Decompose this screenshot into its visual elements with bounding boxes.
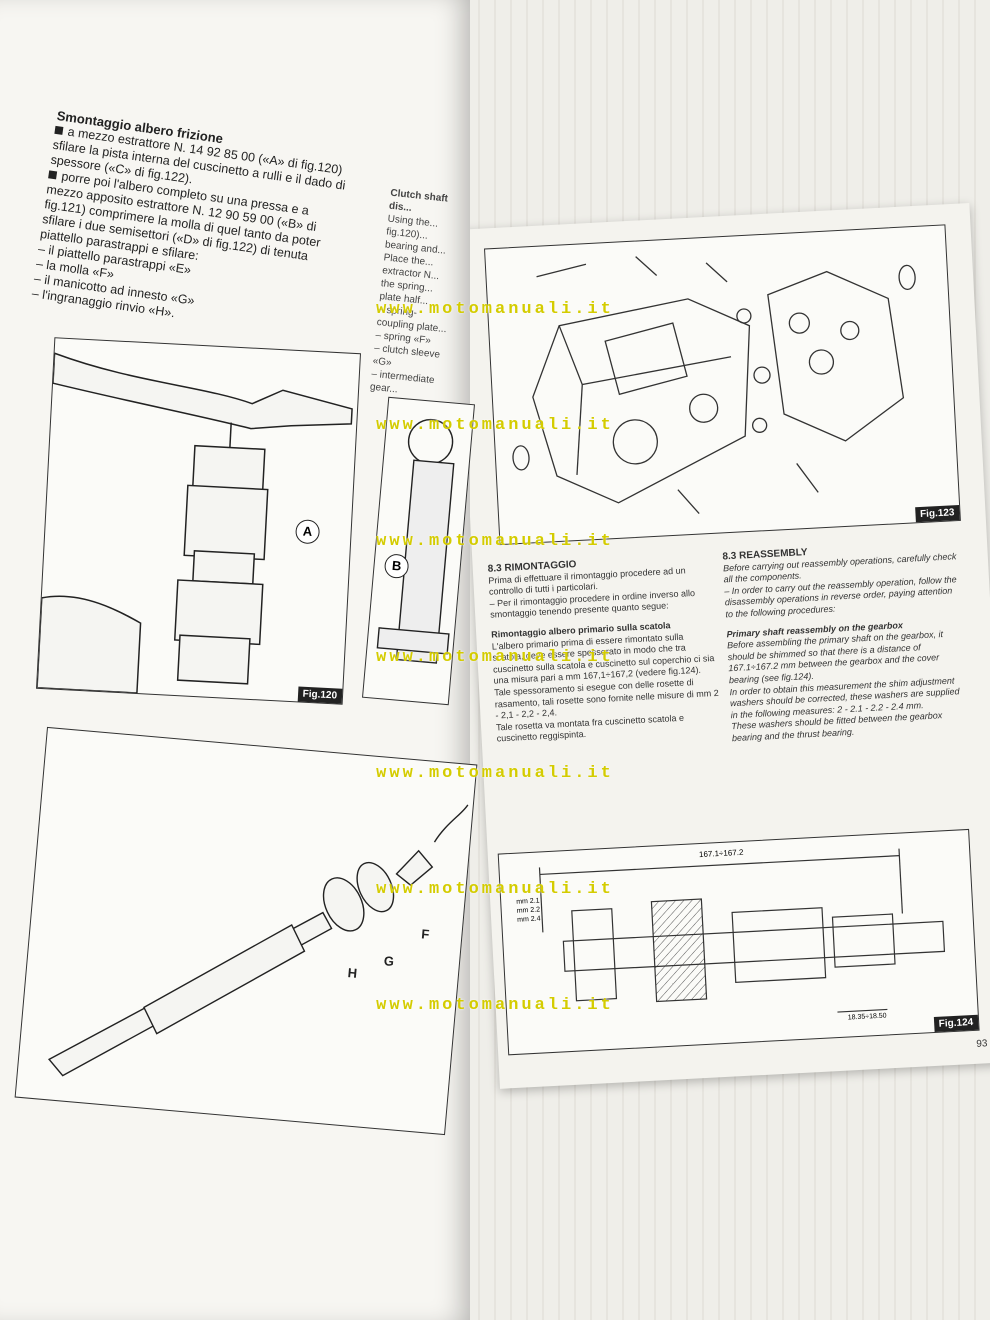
bullet-square-icon xyxy=(48,170,58,180)
gearbox-exploded-drawing xyxy=(512,256,916,515)
page-number: 93 xyxy=(976,1038,988,1050)
figure-121: B xyxy=(362,396,475,706)
fig124-label: Fig.124 xyxy=(933,1014,979,1033)
watermark: www.motomanuali.it xyxy=(376,764,614,783)
figure-122: H G F xyxy=(14,726,478,1136)
left-page: Smontaggio albero frizione a mezzo estra… xyxy=(0,0,478,1320)
fig120-label: Fig.120 xyxy=(297,686,343,704)
english-column: 8.3 REASSEMBLY Before carrying out reass… xyxy=(722,539,967,745)
watermark: www.motomanuali.it xyxy=(376,300,614,319)
shaft-section-drawing xyxy=(538,848,946,1013)
letter-g: G xyxy=(383,953,395,969)
extractor-drawing xyxy=(36,352,353,694)
press-drawing xyxy=(376,418,455,664)
watermark: www.motomanuali.it xyxy=(376,880,614,899)
shim-3: mm 2.4 xyxy=(517,915,541,924)
bullet-square-icon xyxy=(54,125,64,135)
watermark: www.motomanuali.it xyxy=(376,648,614,667)
watermark: www.motomanuali.it xyxy=(376,416,614,435)
shim-2: mm 2.2 xyxy=(516,906,541,915)
letter-f: F xyxy=(420,926,431,942)
figure-123: Fig.123 xyxy=(484,224,961,546)
fig123-label: Fig.123 xyxy=(914,504,960,523)
watermark: www.motomanuali.it xyxy=(376,996,614,1015)
right-page: Fig.123 8.3 RIMONTAGGIO Prima di effettu… xyxy=(455,203,990,1089)
watermark: www.motomanuali.it xyxy=(376,532,614,551)
letter-h: H xyxy=(347,965,358,981)
figure-124: 167.1÷167.2 mm 2.1 mm 2.2 mm 2.4 18.35÷1… xyxy=(497,828,980,1056)
clutch-shaft-drawing xyxy=(47,804,469,1077)
figure-120: A Fig.120 xyxy=(35,337,362,705)
